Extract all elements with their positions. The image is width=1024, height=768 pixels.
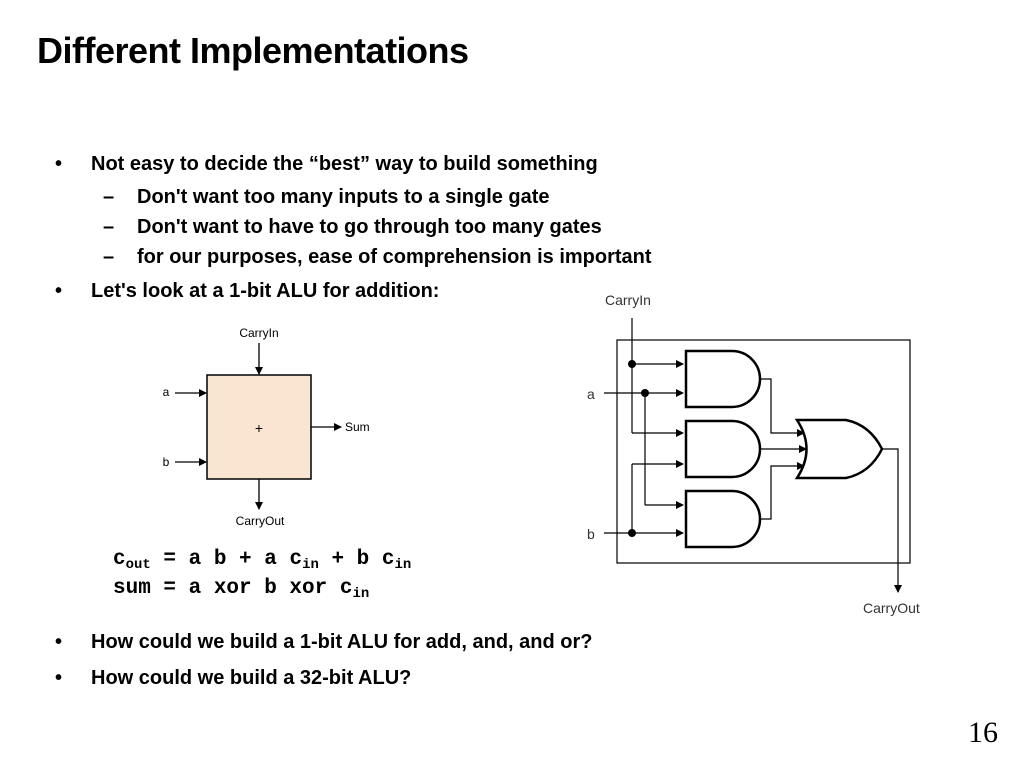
bullet-item: Let's look at a 1-bit ALU for addition:: [91, 280, 440, 302]
bullet-item: How could we build a 1-bit ALU for add, …: [91, 631, 593, 653]
circuit-carry-out-label: CarryOut: [863, 600, 920, 616]
cout-rhs-1-sub: in: [302, 557, 319, 573]
circuit-a-label: a: [587, 386, 595, 402]
page-number: 16: [968, 716, 998, 749]
bullet-marker: •: [55, 631, 63, 653]
slide-title: Different Implementations: [37, 30, 469, 71]
bullet-item: How could we build a 32-bit ALU?: [91, 667, 412, 689]
adder-carry-out-label: CarryOut: [236, 514, 285, 528]
bullet-item: Not easy to decide the “best” way to bui…: [91, 153, 598, 175]
adder-sum-label: Sum: [345, 420, 370, 434]
and-gate-icon: [684, 349, 762, 409]
equation-sum: sum = a xor b xor cin: [113, 577, 369, 602]
wire-and3-out: [760, 462, 805, 520]
circuit-frame: [616, 339, 911, 564]
adder-box: [206, 374, 312, 480]
adder-b-label: b: [163, 455, 170, 469]
circuit-carry-in-label: CarryIn: [605, 292, 651, 308]
cout-rhs-2: + b c: [318, 548, 395, 571]
sub-bullet-item: Don't want to have to go through too man…: [137, 216, 602, 238]
adder-a-label: a: [163, 385, 170, 399]
and-gate-icon: [684, 489, 762, 549]
sub-bullet-marker: –: [103, 216, 115, 238]
circuit-b-label: b: [587, 526, 595, 542]
sub-bullet-marker: –: [103, 186, 115, 208]
sub-bullet-item: for our purposes, ease of comprehension …: [137, 246, 652, 268]
wire-carry-out: [882, 448, 902, 593]
and-gate-icon: [684, 419, 762, 479]
cout-lhs-sub: out: [125, 557, 151, 573]
cout-rhs-2-sub: in: [394, 557, 412, 573]
cout-rhs-1: = a b + a c: [150, 548, 303, 571]
equation-cout: cout = a b + a cin + b cin: [113, 548, 411, 573]
sum-text: sum = a xor b xor c: [113, 577, 353, 600]
sub-bullet-marker: –: [103, 246, 115, 268]
or-gate-icon: [794, 418, 884, 480]
sub-bullet-item: Don't want too many inputs to a single g…: [137, 186, 550, 208]
bullet-marker: •: [55, 280, 63, 302]
wire-and1-out: [760, 378, 805, 437]
bullet-marker: •: [55, 667, 63, 689]
adder-carry-in-label: CarryIn: [239, 326, 278, 340]
adder-op-symbol: +: [255, 420, 263, 436]
bullet-marker: •: [55, 153, 63, 175]
cout-lhs: c: [113, 548, 126, 571]
sum-sub: in: [352, 586, 370, 602]
